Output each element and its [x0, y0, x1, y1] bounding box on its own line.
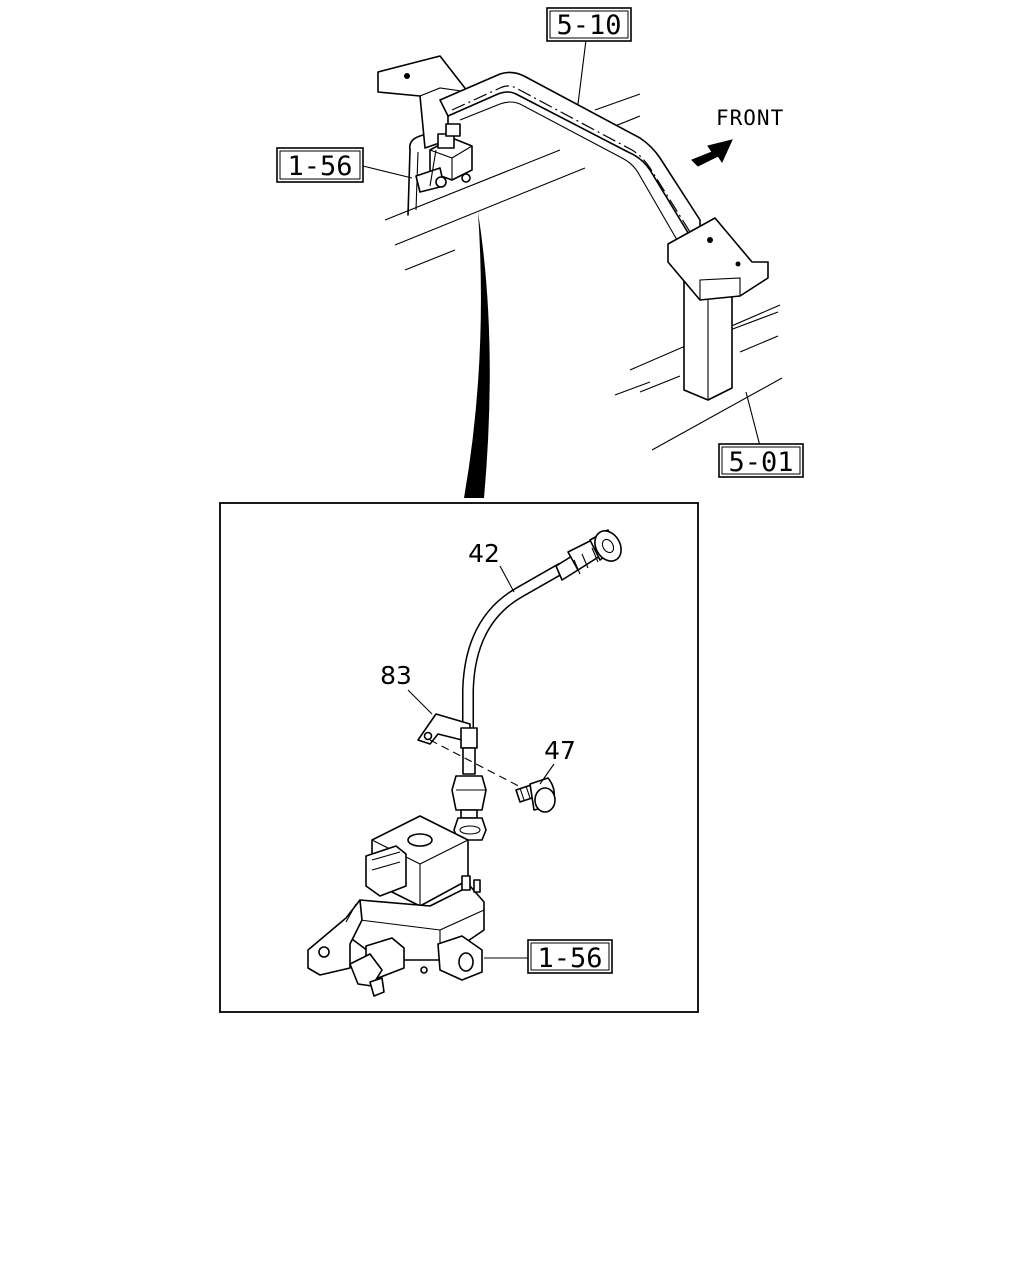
- ref-1-56-top-label: 1-56: [287, 151, 352, 182]
- bolt-47-illustration: [515, 777, 556, 813]
- part-42-label[interactable]: 42: [468, 539, 500, 568]
- front-label: FRONT: [716, 106, 784, 130]
- ref-1-56-detail[interactable]: 1-56: [527, 939, 613, 974]
- ref-5-01-label: 5-01: [728, 447, 793, 478]
- part-47-label[interactable]: 47: [544, 736, 576, 765]
- detail-callout-wedge: [464, 212, 490, 498]
- ref-5-10[interactable]: 5-10: [546, 7, 632, 42]
- valve-small-illustration: [415, 123, 473, 193]
- clip-83-illustration: [417, 713, 478, 749]
- ref-1-56-top[interactable]: 1-56: [276, 147, 364, 183]
- part-83-label[interactable]: 83: [380, 661, 412, 690]
- front-arrow-icon: [691, 139, 733, 167]
- ref-1-56-detail-label: 1-56: [537, 943, 602, 974]
- ref-5-01[interactable]: 5-01: [718, 443, 804, 478]
- hose-42-illustration: [462, 529, 622, 730]
- detail-frame: [219, 502, 699, 1013]
- ref-5-10-label: 5-10: [556, 10, 621, 41]
- detail-illustration: [307, 529, 622, 997]
- valve-body-illustration: [307, 815, 485, 997]
- chassis-frame-illustration: FRONT: [377, 55, 784, 451]
